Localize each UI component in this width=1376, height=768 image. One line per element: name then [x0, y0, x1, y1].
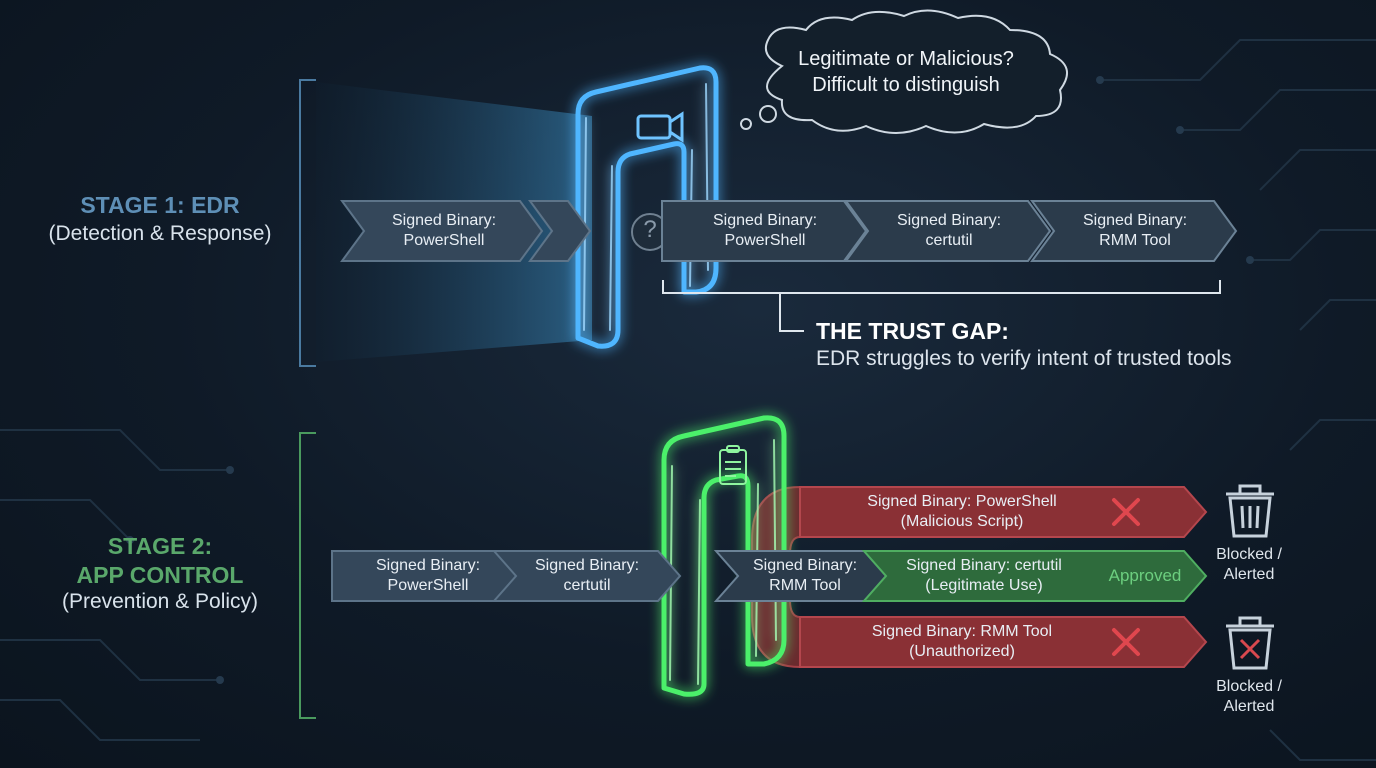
circuit-traces [0, 39, 1376, 761]
stage1-subtitle: (Detection & Response) [48, 222, 272, 245]
incoming-chevron [340, 200, 544, 262]
approved-label: Approved [1108, 566, 1182, 585]
outcome-label: Signed Binary: PowerShell (Malicious Scr… [867, 493, 1057, 530]
stage1-bracket [299, 79, 316, 367]
stage2-subtitle: (Prevention & Policy) [61, 590, 259, 613]
x-icon [1112, 628, 1140, 656]
exit-binary-label: Signed Binary: RMM Tool [752, 557, 858, 594]
trash-x-icon [1226, 616, 1274, 670]
trust-gap-title: THE TRUST GAP: [816, 318, 1009, 344]
incoming-binary-label: Signed Binary: PowerShell [375, 557, 481, 594]
incoming-chevron-tail [528, 200, 592, 262]
blocked-label: Blocked / Alerted [1216, 678, 1282, 715]
camera-icon [636, 111, 684, 143]
clipboard-icon [719, 445, 747, 485]
blocked-track [799, 486, 1208, 538]
outcome-label: Signed Binary: RMM Tool (Unauthorized) [871, 623, 1053, 660]
blocked-track [799, 616, 1208, 668]
incoming-chevron [491, 550, 682, 602]
queue-binary-label: Signed Binary: RMM Tool [1082, 212, 1188, 249]
stage2-outcome-tracks [751, 485, 1208, 669]
queue-chevron [844, 200, 1052, 262]
approved-track [861, 550, 1208, 602]
stage1-title: STAGE 1: EDR [80, 192, 240, 218]
thought-text: Legitimate or Malicious? Difficult to di… [798, 48, 1014, 96]
stage2-bracket [299, 432, 316, 719]
stage1-chevrons [340, 200, 1238, 262]
unknown-symbol: ? [643, 216, 657, 243]
trust-gap-text: EDR struggles to verify intent of truste… [816, 347, 1232, 370]
stage2-title: STAGE 2: APP CONTROL [76, 533, 244, 588]
queue-binary-label: Signed Binary: certutil [896, 212, 1002, 249]
queue-chevron [661, 200, 868, 262]
stage2-chevrons [331, 550, 1208, 602]
incoming-binary-label: Signed Binary: PowerShell [391, 212, 497, 249]
thought-bubble [740, 9, 1069, 134]
outcome-label: Signed Binary: certutil (Legitimate Use) [906, 557, 1062, 594]
queue-binary-label: Signed Binary: PowerShell [712, 212, 818, 249]
queue-chevron [1030, 200, 1238, 262]
blocked-label: Blocked / Alerted [1216, 546, 1282, 583]
trash-icon [1226, 484, 1274, 538]
incoming-binary-label: Signed Binary: certutil [534, 557, 640, 594]
trust-gap-connector [779, 293, 804, 332]
x-icon [1112, 498, 1140, 526]
trust-gap-bracket [662, 280, 1221, 294]
